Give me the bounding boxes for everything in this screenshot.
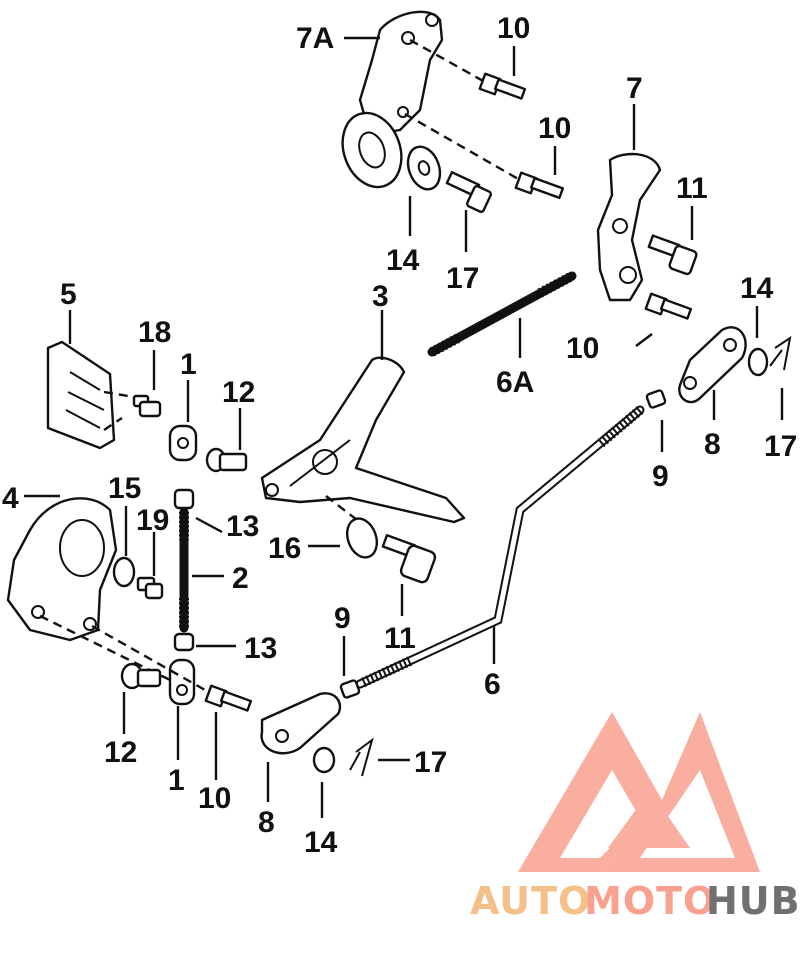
callout-8-right: 8 [704, 428, 721, 461]
watermark-text-moto: MOTO [584, 879, 716, 923]
callout-14-top: 14 [386, 244, 420, 277]
part-11-bolt-mid [381, 534, 437, 584]
part-9-nut-bottom [339, 679, 361, 699]
callout-18: 18 [138, 316, 171, 349]
leader-lines [24, 36, 784, 818]
callout-7a: 7A [296, 22, 334, 55]
part-18-screw [132, 394, 162, 418]
callout-7: 7 [626, 72, 643, 105]
part-14-washer-top [406, 145, 442, 191]
callout-10-mid: 10 [566, 332, 599, 365]
callout-5: 5 [60, 278, 77, 311]
part-19-screw [136, 576, 164, 600]
callout-6a: 6A [496, 366, 534, 399]
part-1-rod-end-bottom [168, 658, 196, 706]
part-1-rod-end-top [168, 424, 198, 462]
callout-14-bottom: 14 [304, 826, 338, 859]
watermark-triangle-core [608, 790, 690, 848]
part-3-bellcrank [260, 356, 466, 524]
callout-17-right: 17 [764, 430, 797, 463]
callout-11-mid: 11 [384, 622, 416, 655]
part-10-screw-top-1 [478, 72, 527, 100]
part-12-stud-top [205, 447, 248, 473]
callout-17-bottom: 17 [414, 746, 447, 779]
callout-10-top-1: 10 [497, 12, 530, 45]
part-10-screw-top-2 [514, 171, 565, 200]
callout-19: 19 [136, 504, 169, 537]
part-8-link-right [678, 326, 747, 404]
callout-13-bottom: 13 [244, 632, 277, 665]
callout-labels: 7A 10 10 7 11 14 17 14 10 6A 8 17 9 5 18… [2, 12, 797, 859]
part-4-bracket [6, 497, 118, 642]
callout-17-top: 17 [446, 262, 479, 295]
callout-14-right: 14 [740, 272, 774, 305]
callout-2: 2 [232, 562, 249, 595]
part-17-bolt-top [445, 171, 493, 213]
part-17-clip-right [769, 335, 792, 371]
callout-12-top: 12 [222, 376, 255, 409]
watermark-text: AUTO MOTO HUB [470, 879, 800, 923]
callout-13-top: 13 [226, 510, 259, 543]
part-6a-threaded-rod [427, 271, 577, 357]
part-6-long-rod [355, 405, 645, 689]
callout-9-right: 9 [652, 460, 669, 493]
callout-11-top: 11 [676, 172, 708, 205]
callout-1-bottom: 1 [168, 764, 185, 797]
part-17-clip-bottom [349, 737, 374, 777]
part-13-nut-top [173, 488, 195, 510]
callout-9-bottom: 9 [334, 602, 351, 635]
callout-1-top: 1 [180, 348, 197, 381]
part-9-nut-right [645, 389, 667, 409]
callout-12-bottom: 12 [104, 736, 137, 769]
callout-6: 6 [484, 668, 501, 701]
part-10-screw-bottom [204, 684, 253, 712]
part-14-washer-bottom [312, 746, 336, 774]
part-7-lever [596, 152, 662, 302]
callout-10-bottom: 10 [198, 782, 231, 815]
callout-3: 3 [372, 280, 389, 313]
part-14-washer-right [747, 347, 769, 377]
part-10-screw-mid [644, 292, 693, 320]
watermark-text-auto: AUTO [470, 879, 591, 923]
callout-8-bottom: 8 [258, 806, 275, 839]
part-7a-bracket [341, 10, 444, 189]
part-15-washer [112, 556, 136, 588]
part-11-bolt-top [647, 234, 698, 276]
callout-15: 15 [108, 472, 141, 505]
part-13-nut-bottom [173, 632, 195, 652]
part-16-washer [345, 517, 379, 559]
part-12-stud-bottom [120, 662, 162, 690]
watermark-text-hub: HUB [706, 879, 800, 923]
part-5-plate [46, 340, 116, 450]
watermark-logo [518, 712, 760, 872]
callout-4: 4 [2, 482, 19, 515]
callout-10-top-2: 10 [538, 112, 571, 145]
callout-16: 16 [268, 532, 301, 565]
part-8-link-bottom [260, 692, 342, 755]
